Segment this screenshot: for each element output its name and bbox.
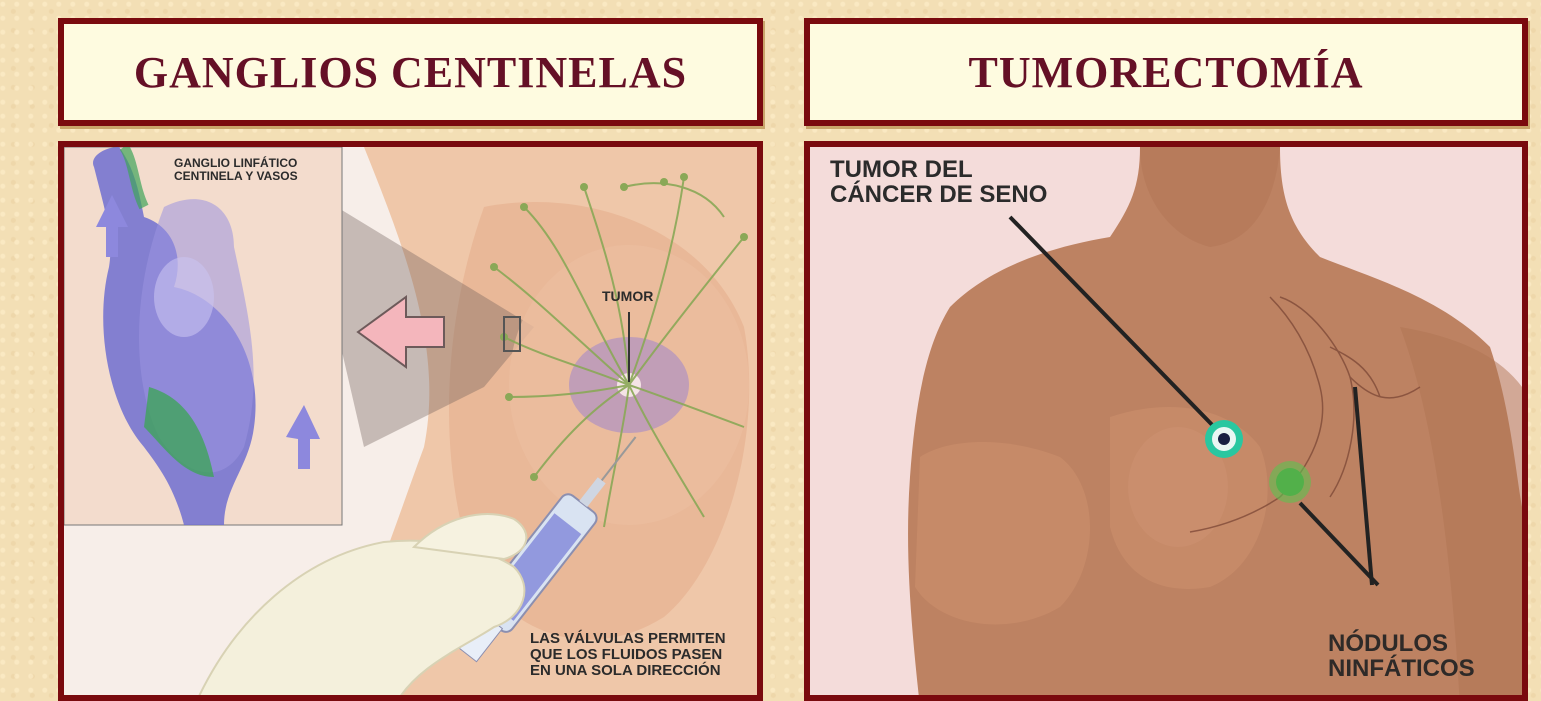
torso-artwork (810, 147, 1522, 701)
sentinel-node-artwork (64, 147, 757, 701)
tumor-label: TUMOR (602, 289, 653, 304)
right-title-box: TUMORECTOMÍA (804, 18, 1528, 126)
lumpectomy-illustration: TUMOR DEL CÁNCER DE SENO NÓDULOS NINFÁTI… (804, 141, 1528, 701)
left-title: GANGLIOS CENTINELAS (134, 47, 687, 98)
sentinel-node-illustration: GANGLIO LINFÁTICO CENTINELA Y VASOS TUMO… (58, 141, 763, 701)
tumor-breast-cancer-label: TUMOR DEL CÁNCER DE SENO (830, 157, 1047, 207)
right-title: TUMORECTOMÍA (969, 47, 1364, 98)
inset-label: GANGLIO LINFÁTICO CENTINELA Y VASOS (174, 157, 298, 182)
lymph-nodes-label: NÓDULOS NINFÁTICOS (1328, 631, 1475, 681)
left-title-box: GANGLIOS CENTINELAS (58, 18, 763, 126)
valves-label: LAS VÁLVULAS PERMITEN QUE LOS FLUIDOS PA… (530, 631, 726, 678)
